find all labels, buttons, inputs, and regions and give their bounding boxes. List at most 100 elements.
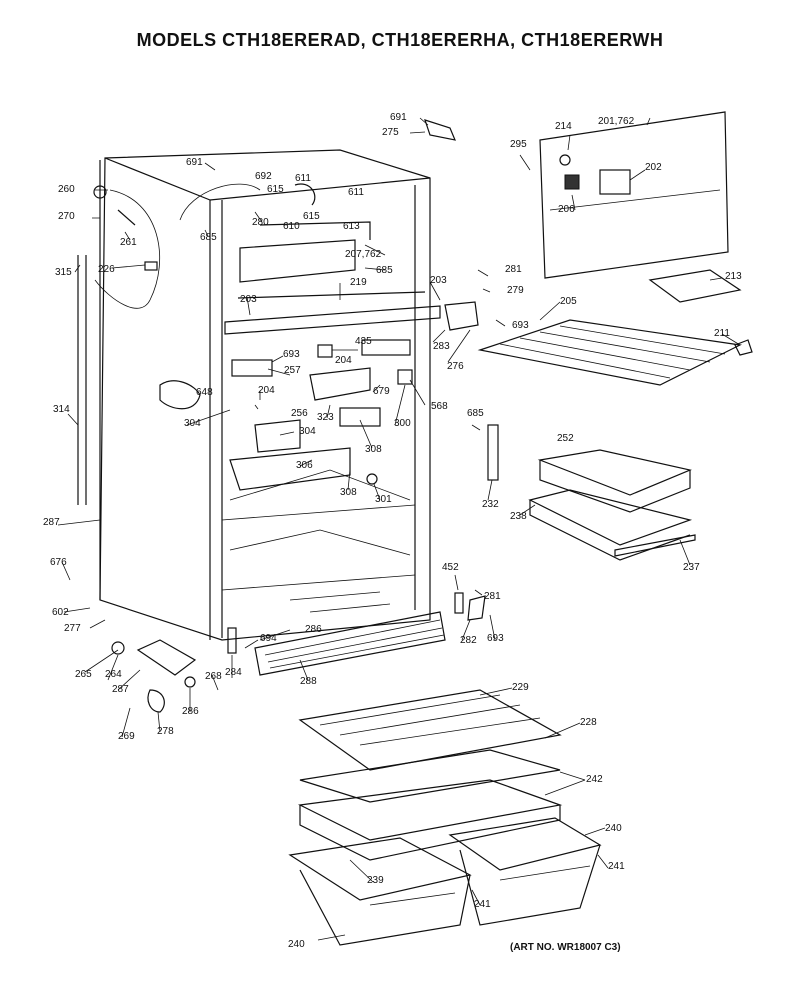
shelf-252 [537, 449, 692, 513]
label-239: 239 [367, 875, 384, 886]
label-206: 206 [558, 204, 575, 215]
label-283: 283 [433, 341, 450, 352]
label-685-right: 685 [467, 408, 484, 419]
label-240-right: 240 [605, 823, 622, 834]
art-number: (ART NO. WR18007 C3) [510, 942, 621, 953]
control-housing-306 [229, 447, 351, 491]
label-207-762: 207,762 [345, 249, 382, 260]
label-611-left: 611 [295, 173, 311, 184]
label-611-right: 611 [348, 187, 364, 198]
label-685-mid: 685 [376, 265, 393, 276]
label-602: 602 [52, 607, 69, 618]
label-264: 264 [105, 669, 122, 680]
label-201-762: 201,762 [598, 116, 635, 127]
label-280: 280 [252, 217, 269, 228]
label-260: 260 [58, 184, 75, 195]
label-281-lower: 281 [484, 591, 501, 602]
label-304-mid: 304 [299, 426, 316, 437]
label-241-left: 241 [474, 899, 491, 910]
label-613: 613 [343, 221, 360, 232]
shelf-238 [528, 489, 696, 561]
diagram-title: MODELS CTH18ERERAD, CTH18ERERHA, CTH18ER… [136, 30, 664, 50]
grille-288 [254, 611, 446, 676]
label-615-right: 615 [303, 211, 320, 222]
label-261: 261 [120, 237, 137, 248]
label-323: 323 [317, 412, 334, 423]
label-295: 295 [510, 139, 527, 150]
label-286-upper: 286 [305, 624, 322, 635]
part-264 [111, 641, 125, 655]
label-219: 219 [350, 277, 367, 288]
part-693-bracket [231, 359, 273, 377]
part-275 [424, 119, 456, 141]
crisper-frame-side [299, 805, 561, 861]
label-300: 300 [394, 418, 411, 429]
damper-648 [159, 380, 201, 410]
crisper-glass-242 [299, 749, 561, 803]
crisper-shelf-229 [298, 689, 562, 771]
crisper-drawer-right [448, 817, 602, 926]
label-284: 284 [225, 667, 242, 678]
label-226: 226 [98, 264, 115, 275]
label-211: 211 [714, 328, 730, 339]
label-202: 202 [645, 162, 662, 173]
label-287-left: 287 [43, 517, 60, 528]
part-260 [93, 185, 107, 199]
label-232: 232 [482, 499, 499, 510]
label-288: 288 [300, 676, 317, 687]
label-204-mid: 204 [335, 355, 352, 366]
label-610: 610 [283, 221, 300, 232]
control-300 [397, 369, 413, 385]
part-301 [366, 473, 378, 485]
label-648: 648 [196, 387, 213, 398]
label-241-right: 241 [608, 861, 625, 872]
label-679: 679 [373, 386, 390, 397]
label-237: 237 [683, 562, 700, 573]
label-204-left: 204 [258, 385, 275, 396]
label-693-lower: 693 [487, 633, 504, 644]
label-265: 265 [75, 669, 92, 680]
evaporator-cover [239, 239, 356, 283]
label-205: 205 [560, 296, 577, 307]
side-panel-outline [94, 189, 161, 309]
label-268: 268 [205, 671, 222, 682]
control-304 [254, 419, 301, 453]
part-261 [117, 209, 136, 226]
bracket-232 [487, 424, 499, 481]
part-452 [454, 592, 464, 614]
label-282: 282 [460, 635, 477, 646]
label-277: 277 [64, 623, 81, 634]
label-270: 270 [58, 211, 75, 222]
label-240-left: 240 [288, 939, 305, 950]
part-211 [734, 339, 753, 356]
label-308-lower: 308 [340, 487, 357, 498]
top-rail [237, 291, 426, 299]
label-281-top: 281 [505, 264, 522, 275]
part-286 [184, 676, 196, 688]
grille-slots [264, 619, 445, 669]
label-676: 676 [50, 557, 67, 568]
label-278: 278 [157, 726, 174, 737]
label-315: 315 [55, 267, 72, 278]
label-435: 435 [355, 336, 372, 347]
label-693-mid: 693 [283, 349, 300, 360]
label-203-left: 203 [240, 294, 257, 305]
crisper-drawer-left [288, 837, 472, 946]
label-452: 452 [442, 562, 459, 573]
label-275: 275 [382, 127, 399, 138]
label-693-top: 693 [512, 320, 529, 331]
evaporator-coil [259, 221, 371, 240]
label-238: 238 [510, 511, 527, 522]
fan-610 [294, 183, 316, 206]
ice-tray-213 [648, 269, 742, 303]
label-252: 252 [557, 433, 574, 444]
part-226 [144, 261, 158, 271]
label-691: 691 [186, 157, 203, 168]
label-685-left: 685 [200, 232, 217, 243]
cabinet-shell [99, 149, 431, 641]
label-287-lower: 287 [112, 684, 129, 695]
label-306: 306 [296, 460, 313, 471]
label-256: 256 [291, 408, 308, 419]
